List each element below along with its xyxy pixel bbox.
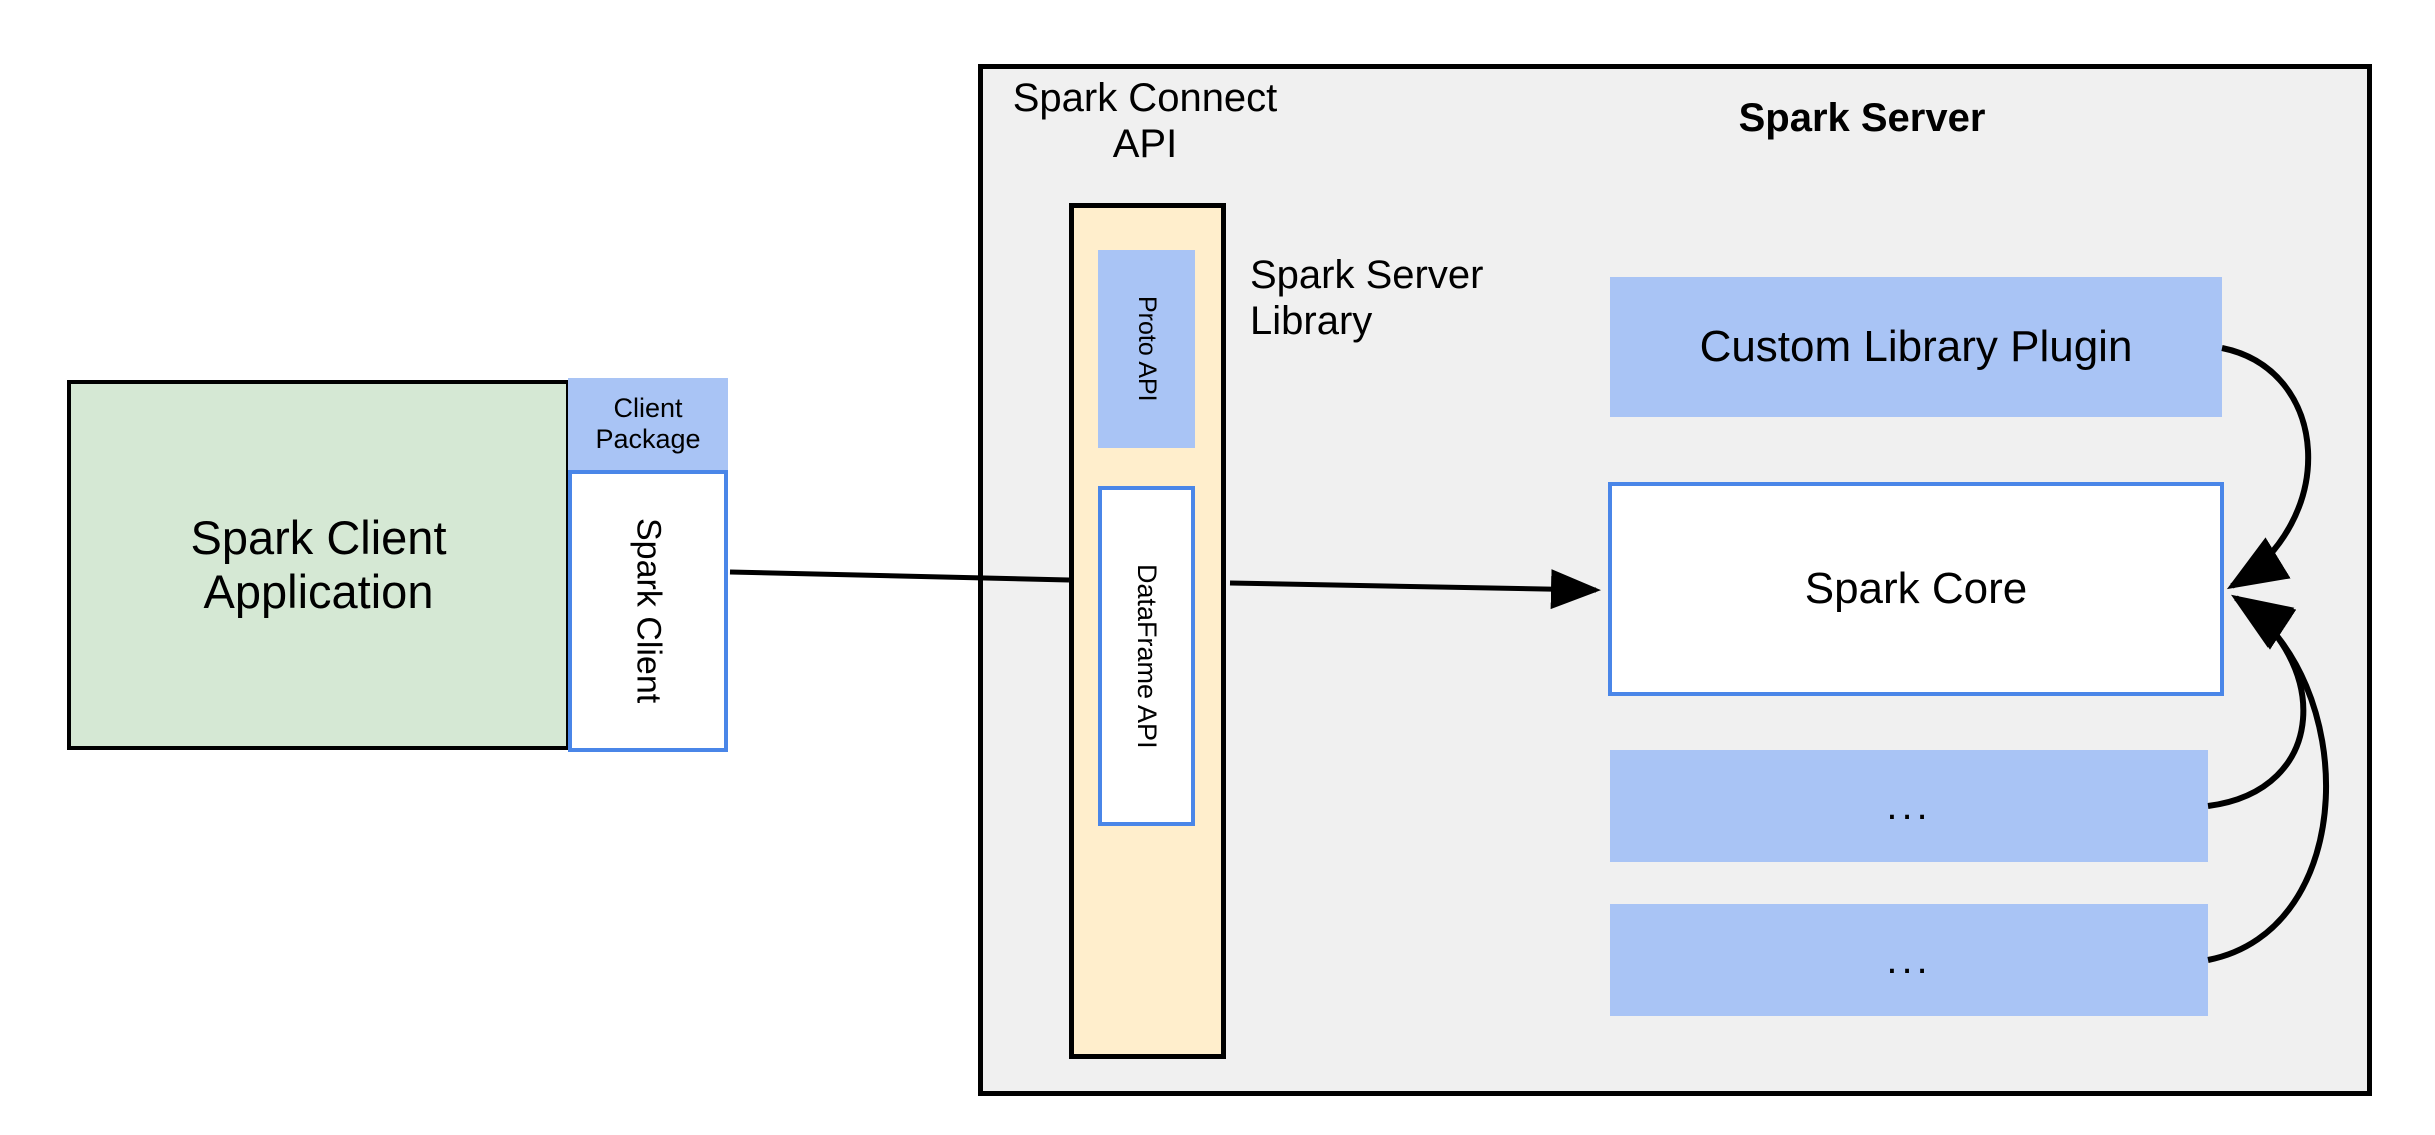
server-component-ellipsis-2[interactable]: ... bbox=[1610, 904, 2208, 1016]
spark-client-application-box[interactable]: Spark Client Application bbox=[67, 380, 570, 750]
connect-api-line-1: Spark Connect bbox=[1012, 76, 1278, 120]
client-application-line-2: Application bbox=[203, 565, 434, 618]
spark-server-title: Spark Server bbox=[1738, 96, 1986, 140]
spark-client-box[interactable]: Spark Client bbox=[568, 470, 728, 752]
proto-api-label: Proto API bbox=[1132, 296, 1161, 402]
ellipsis-label-2: ... bbox=[1886, 938, 1932, 982]
spark-client-label: Spark Client bbox=[629, 518, 668, 704]
server-library-line-1: Spark Server bbox=[1250, 253, 1484, 297]
dataframe-api-label: DataFrame API bbox=[1132, 563, 1163, 749]
custom-library-plugin-box[interactable]: Custom Library Plugin bbox=[1610, 277, 2222, 417]
client-package-line-1: Client bbox=[613, 392, 683, 423]
proto-api-box[interactable]: Proto API bbox=[1098, 250, 1195, 448]
spark-connect-api-label: Spark Connect API bbox=[1000, 66, 1290, 176]
ellipsis-label-1: ... bbox=[1886, 784, 1932, 828]
client-package-box[interactable]: Client Package bbox=[568, 378, 728, 470]
client-package-line-2: Package bbox=[595, 424, 701, 454]
spark-server-library-label: Spark Server Library bbox=[1250, 243, 1580, 353]
spark-core-label: Spark Core bbox=[1804, 563, 2028, 613]
server-component-ellipsis-1[interactable]: ... bbox=[1610, 750, 2208, 862]
server-library-line-2: Library bbox=[1250, 299, 1373, 343]
connect-api-line-2: API bbox=[1112, 122, 1178, 166]
custom-library-plugin-label: Custom Library Plugin bbox=[1699, 321, 2133, 371]
spark-core-box[interactable]: Spark Core bbox=[1608, 482, 2224, 696]
client-application-line-1: Spark Client bbox=[190, 510, 447, 564]
dataframe-api-box[interactable]: DataFrame API bbox=[1098, 486, 1195, 826]
